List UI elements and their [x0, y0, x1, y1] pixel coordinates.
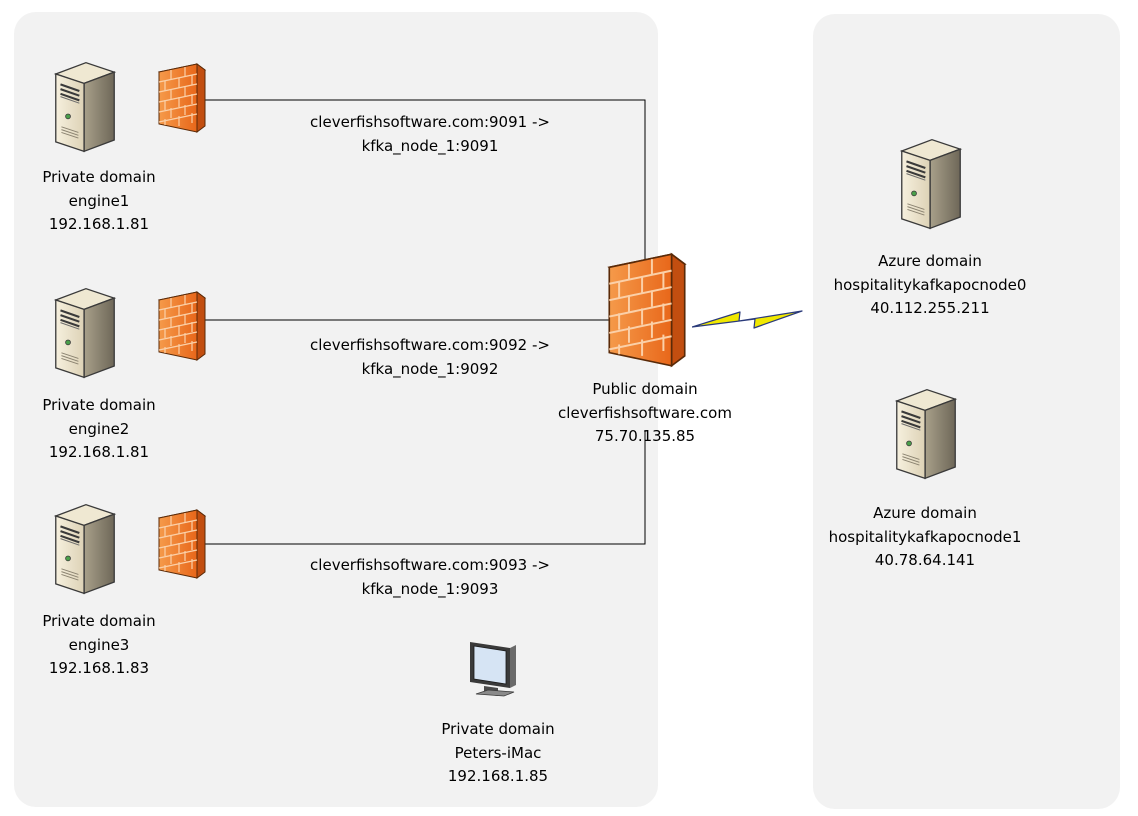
node-label-azure0: Azure domain hospitalitykafkapocnode0 40… [830, 250, 1030, 321]
firewall-icon [157, 508, 207, 580]
server-icon [898, 124, 964, 244]
workstation-ip: 192.168.1.85 [447, 767, 549, 785]
port-mapping-source: cleverfishsoftware.com:9091 -> [310, 113, 550, 131]
workstation-name: Peters-iMac [454, 743, 542, 762]
node-ip: 40.78.64.141 [874, 551, 976, 569]
node-ip: 192.168.1.81 [48, 215, 150, 233]
port-mapping-source: cleverfishsoftware.com:9092 -> [310, 336, 550, 354]
private-network-zone [14, 12, 658, 807]
node-ip: 192.168.1.81 [48, 443, 150, 461]
node-label-engine2: Private domain engine2 192.168.1.81 [19, 394, 179, 465]
node-name: engine3 [68, 635, 130, 654]
port-mapping-label: cleverfishsoftware.com:9092 -> kfka_node… [270, 334, 590, 381]
port-mapping-source: cleverfishsoftware.com:9093 -> [310, 556, 550, 574]
firewall-icon [606, 250, 688, 370]
node-label-engine1: Private domain engine1 192.168.1.81 [19, 166, 179, 237]
monitor-icon [470, 642, 516, 697]
node-ip: 192.168.1.83 [48, 659, 150, 677]
node-domain: Azure domain [878, 252, 982, 270]
firewall-icon [157, 62, 207, 134]
server-icon [52, 54, 118, 160]
node-name: engine1 [68, 191, 130, 210]
gateway-domain: Public domain [592, 380, 698, 398]
lightning-icon [692, 310, 803, 329]
node-domain: Private domain [42, 396, 156, 414]
port-mapping-target: kfka_node_1:9093 [361, 579, 499, 598]
connection-line-engine3 [205, 430, 646, 545]
gateway-name: cleverfishsoftware.com [558, 403, 732, 422]
port-mapping-label: cleverfishsoftware.com:9093 -> kfka_node… [270, 554, 590, 601]
workstation-label: Private domain Peters-iMac 192.168.1.85 [400, 718, 596, 789]
firewall-icon [157, 290, 207, 362]
node-label-azure1: Azure domain hospitalitykafkapocnode1 40… [825, 502, 1025, 573]
node-ip: 40.112.255.211 [870, 299, 990, 317]
port-mapping-target: kfka_node_1:9091 [361, 136, 499, 155]
port-mapping-label: cleverfishsoftware.com:9091 -> kfka_node… [270, 111, 590, 158]
public-gateway-label: Public domain cleverfishsoftware.com 75.… [525, 378, 765, 449]
node-name: engine2 [68, 419, 130, 438]
connection-line-engine1 [205, 99, 646, 300]
gateway-ip: 75.70.135.85 [594, 427, 696, 445]
node-domain: Private domain [42, 168, 156, 186]
node-label-engine3: Private domain engine3 192.168.1.83 [19, 610, 179, 681]
node-name: hospitalitykafkapocnode0 [833, 275, 1027, 294]
node-domain: Private domain [42, 612, 156, 630]
workstation-domain: Private domain [441, 720, 555, 738]
server-icon [52, 280, 118, 386]
server-icon [893, 374, 959, 494]
azure-network-zone [813, 14, 1120, 809]
server-icon [52, 496, 118, 602]
node-domain: Azure domain [873, 504, 977, 522]
node-name: hospitalitykafkapocnode1 [828, 527, 1022, 546]
port-mapping-target: kfka_node_1:9092 [361, 359, 499, 378]
